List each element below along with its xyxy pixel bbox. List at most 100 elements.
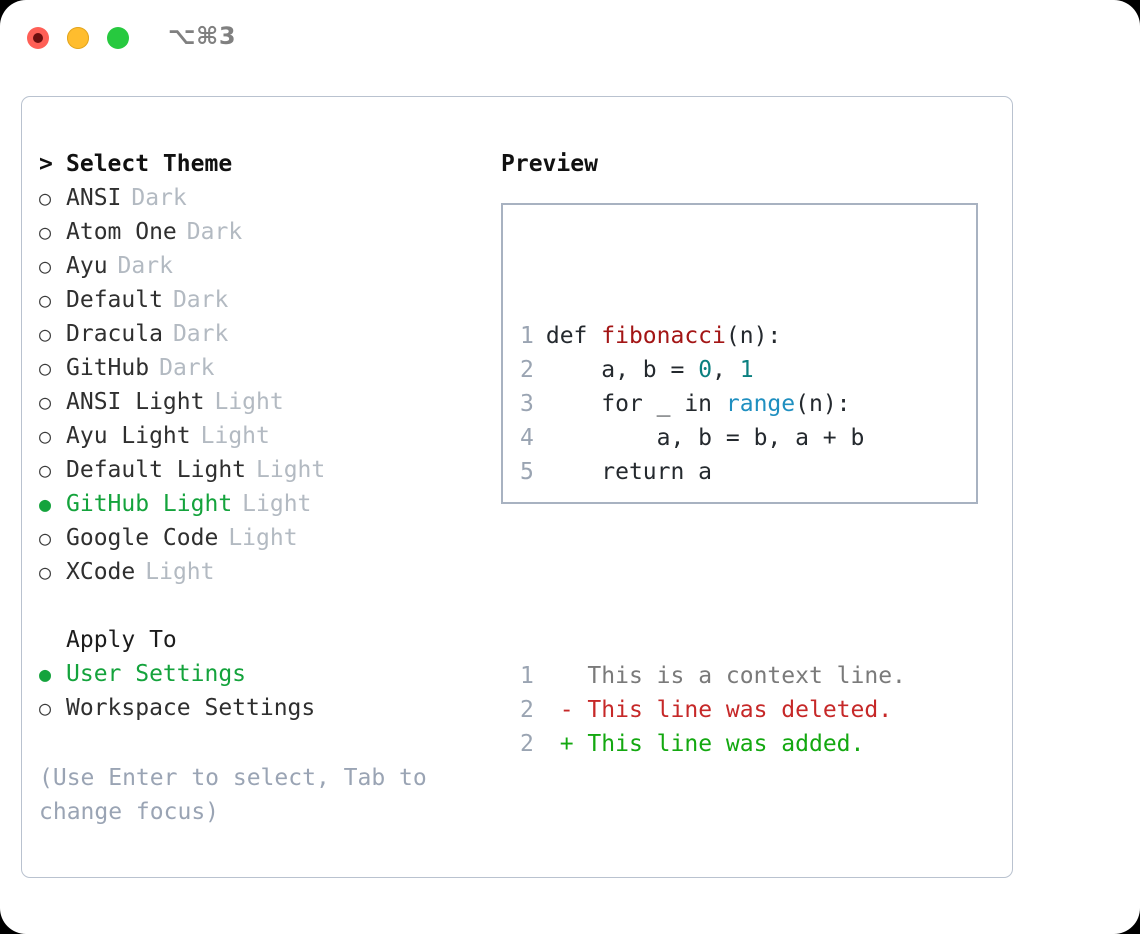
line-number: 2 [520, 357, 534, 383]
diff-line-number: 2 [520, 731, 534, 757]
radio-unselected-icon[interactable]: ○ [39, 458, 52, 482]
theme-variant-tag: Dark [159, 355, 215, 381]
line-number: 4 [520, 425, 534, 451]
theme-name: GitHub Light [66, 491, 233, 517]
theme-variant-tag: Dark [186, 219, 243, 245]
zoom-button[interactable] [107, 27, 129, 49]
apply-to-option[interactable]: ○ Workspace Settings [39, 691, 499, 725]
diff-line-number: 1 [520, 663, 534, 689]
caret-icon: > [39, 151, 53, 177]
diff-line: 1 This is a context line. [520, 659, 906, 693]
diff-text: This line was deleted. [587, 697, 893, 723]
theme-variant-tag: Dark [172, 321, 229, 347]
code-token: (n): [725, 323, 782, 349]
radio-unselected-icon[interactable]: ○ [39, 356, 52, 380]
diff-marker: - [559, 697, 574, 723]
theme-list-item[interactable]: ○ Ayu Dark [39, 249, 499, 283]
code-token: a, b = b, a + b [545, 425, 865, 451]
theme-variant-tag: Light [256, 457, 326, 483]
diff-text: This line was added. [587, 731, 865, 757]
diff-snippet: 1 This is a context line.2 - This line w… [520, 659, 906, 761]
code-line: 3 for _ in range(n): [520, 387, 906, 421]
code-token: (n): [795, 391, 851, 417]
theme-name: Ayu [66, 253, 108, 279]
code-line: 5 return a [520, 455, 906, 489]
diff-line-number: 2 [520, 697, 534, 723]
theme-name: Ayu Light [66, 423, 191, 449]
theme-name: Default Light [66, 457, 247, 483]
theme-variant-tag: Light [228, 525, 298, 551]
title-bar: ⌥⌘3 [0, 0, 1140, 78]
theme-variant-tag: Dark [172, 287, 229, 313]
radio-unselected-icon[interactable]: ○ [39, 220, 52, 244]
theme-list-item[interactable]: ● GitHub Light Light [39, 487, 499, 521]
traffic-light-buttons [27, 27, 129, 49]
apply-to-option-label: Workspace Settings [66, 695, 316, 721]
theme-list-item[interactable]: ○ ANSI Light Light [39, 385, 499, 419]
radio-selected-icon[interactable]: ● [39, 662, 52, 686]
theme-list-title: Select Theme [66, 151, 233, 177]
theme-name: GitHub [66, 355, 150, 381]
theme-list-item[interactable]: ○ Ayu Light Light [39, 419, 499, 453]
radio-unselected-icon[interactable]: ○ [39, 390, 52, 414]
theme-list-item[interactable]: ○ XCode Light [39, 555, 499, 589]
apply-to-section-label: Apply To [39, 623, 499, 657]
theme-name: ANSI Light [66, 389, 205, 415]
theme-variant-tag: Light [214, 389, 284, 415]
minimize-button[interactable] [67, 27, 89, 49]
keyboard-hint: (Use Enter to select, Tab to change focu… [39, 765, 427, 825]
line-number: 3 [520, 391, 534, 417]
diff-marker [560, 663, 574, 689]
theme-list-header: > Select Theme [39, 147, 499, 181]
code-token: range [725, 391, 796, 417]
code-token: def [545, 323, 602, 349]
close-button[interactable] [27, 27, 49, 49]
code-line: 4 a, b = b, a + b [520, 421, 906, 455]
theme-name: Google Code [66, 525, 219, 551]
code-line: 1 def fibonacci(n): [520, 319, 906, 353]
preview-column: Preview [501, 147, 991, 181]
code-token: a, b = [545, 357, 699, 383]
radio-unselected-icon[interactable]: ○ [39, 186, 52, 210]
theme-variant-tag: Light [145, 559, 215, 585]
apply-to-option[interactable]: ●User Settings [39, 657, 499, 691]
radio-unselected-icon[interactable]: ○ [39, 696, 52, 720]
code-line: 2 a, b = 0, 1 [520, 353, 906, 387]
apply-to-list: ●User Settings ○ Workspace Settings [39, 657, 499, 725]
radio-unselected-icon[interactable]: ○ [39, 254, 52, 278]
theme-list-item[interactable]: ○ Default Light Light [39, 453, 499, 487]
theme-list-item[interactable]: ○ Dracula Dark [39, 317, 499, 351]
theme-variant-tag: Dark [131, 185, 187, 211]
window-shortcut-label: ⌥⌘3 [168, 22, 237, 50]
diff-line: 2 + This line was added. [520, 727, 906, 761]
radio-unselected-icon[interactable]: ○ [39, 560, 52, 584]
theme-list-item[interactable]: ○ GitHub Dark [39, 351, 499, 385]
line-number: 1 [520, 323, 534, 349]
preview-title: Preview [501, 151, 598, 177]
code-token: fibonacci [601, 323, 726, 349]
theme-name: XCode [66, 559, 136, 585]
radio-unselected-icon[interactable]: ○ [39, 322, 52, 346]
theme-variant-tag: Dark [117, 253, 173, 279]
radio-selected-icon[interactable]: ● [39, 492, 52, 516]
list-spacer [39, 589, 499, 623]
code-token: 0 [698, 357, 713, 383]
theme-variant-tag: Light [200, 423, 270, 449]
theme-name: Atom One [66, 219, 177, 245]
radio-unselected-icon[interactable]: ○ [39, 288, 52, 312]
diff-line: 2 - This line was deleted. [520, 693, 906, 727]
theme-variant-tag: Light [242, 491, 312, 517]
theme-name: Dracula [66, 321, 163, 347]
radio-unselected-icon[interactable]: ○ [39, 526, 52, 550]
theme-list-item[interactable]: ○ Atom One Dark [39, 215, 499, 249]
diff-marker: + [559, 731, 574, 757]
radio-unselected-icon[interactable]: ○ [39, 424, 52, 448]
theme-list-item[interactable]: ○ Google Code Light [39, 521, 499, 555]
